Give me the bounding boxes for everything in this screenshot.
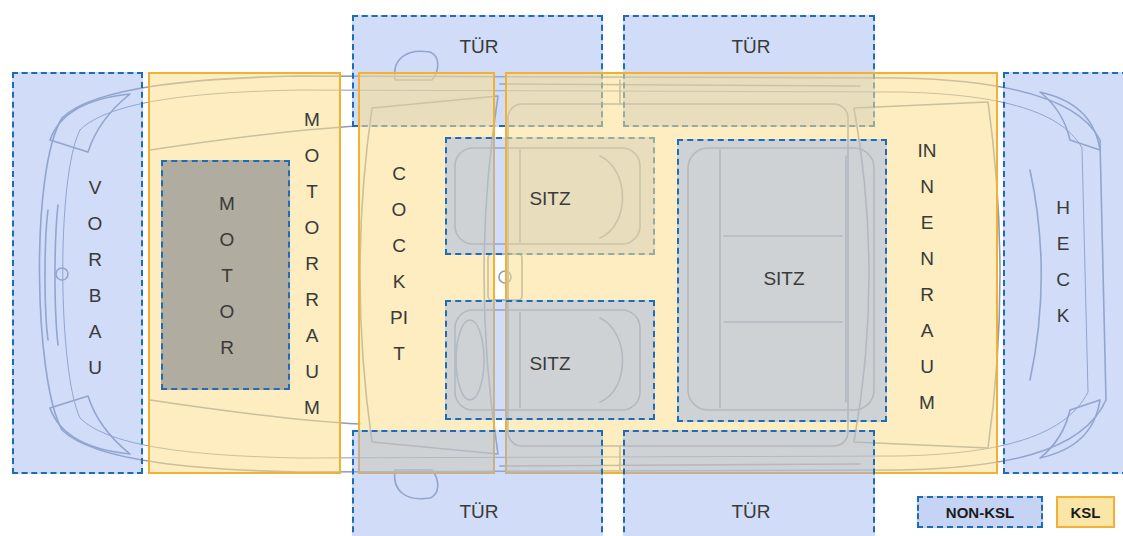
door-region: TÜR — [623, 430, 875, 536]
legend-label: KSL — [1071, 504, 1101, 521]
region-label: TÜR — [459, 501, 498, 523]
region-label: SITZ — [763, 268, 804, 290]
region-label: TÜR — [459, 36, 498, 58]
door-region: TÜR — [352, 430, 603, 536]
region-label: SITZ — [529, 353, 570, 375]
vertical-region-label: VORBAU — [85, 170, 106, 386]
vertical-region-label: HECK — [1053, 190, 1074, 334]
region-label: SITZ — [529, 188, 570, 210]
vertical-region-label: MOTOR — [217, 186, 238, 366]
legend-swatch: KSL — [1056, 496, 1115, 528]
seat-region: SITZ — [677, 139, 887, 422]
front-region: VORBAU — [12, 72, 143, 474]
vertical-region-label: INNENRAUM — [917, 133, 938, 421]
legend-swatch: NON-KSL — [917, 496, 1043, 528]
seat-region: SITZ — [445, 300, 655, 420]
engine-bay-region: MOTOR MOTORRAUM — [148, 72, 341, 474]
vertical-region-label: MOTORRAUM — [302, 102, 323, 426]
legend-label: NON-KSL — [946, 504, 1014, 521]
engine-region: MOTOR — [161, 160, 290, 390]
region-label: TÜR — [731, 501, 770, 523]
rear-region: HECK — [1003, 72, 1123, 474]
vertical-region-label: COCKPIT — [389, 156, 410, 372]
region-label: TÜR — [731, 36, 770, 58]
